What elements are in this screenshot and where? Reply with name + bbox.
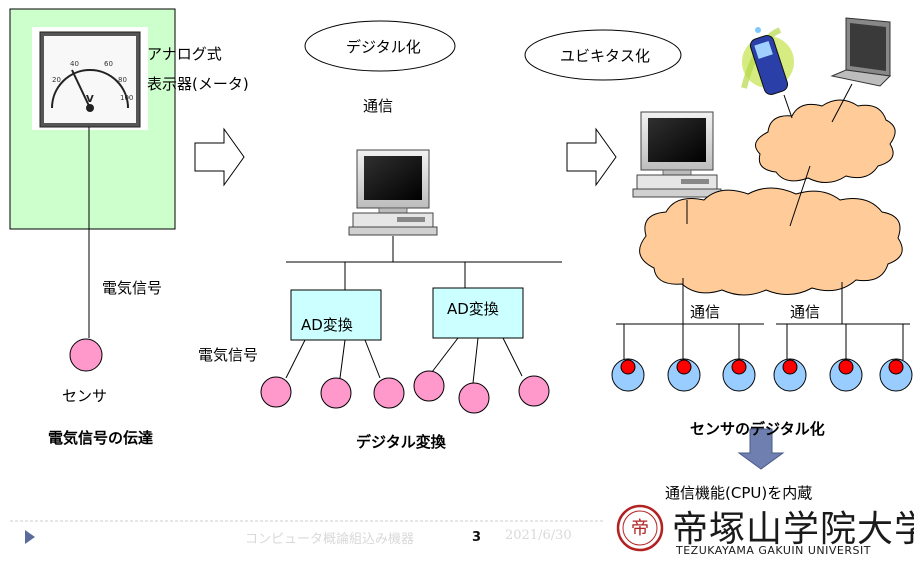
wire	[339, 339, 346, 379]
smart-sensor-node	[829, 358, 863, 392]
left-caption: 電気信号の伝達	[48, 429, 154, 447]
meter-unit-label: V	[86, 94, 94, 105]
meter-tick-label: 80	[118, 76, 127, 84]
sensor-circle	[373, 377, 405, 409]
down-arrow	[737, 428, 785, 470]
sensor-label: センサ	[62, 387, 108, 405]
sensor-circle	[518, 375, 550, 407]
meter-tick-label: 40	[70, 60, 79, 68]
sensor-circle	[320, 377, 352, 409]
cloud-top	[755, 99, 896, 183]
sensor-circle	[413, 370, 445, 402]
cloud-main	[639, 187, 903, 296]
wire	[431, 337, 459, 373]
analog-meter-image: 20 40 60 80 100 V	[32, 27, 148, 130]
sensor-circle	[260, 376, 292, 408]
meter-tick-label: 60	[104, 60, 113, 68]
university-logo-subtitle: TEZUKAYAMA GAKUIN UNIVERSIT	[676, 544, 871, 557]
ad-converter-box-2	[432, 287, 524, 339]
ad-converter-label-1: AD変換	[301, 316, 353, 334]
smart-sensor-node	[667, 358, 701, 392]
computer-icon	[348, 149, 438, 236]
cpu-note: 通信機能(CPU)を内蔵	[665, 484, 813, 502]
emblem-character: 帝	[631, 518, 649, 539]
middle-signal-label: 電気信号	[198, 346, 259, 364]
right-arrow-1	[194, 127, 245, 187]
sensor-circle	[458, 382, 490, 414]
footer-triangle-icon	[25, 530, 35, 544]
right-comm-label-1: 通信	[690, 303, 721, 321]
meter-label-line2: 表示器(メータ)	[147, 75, 249, 93]
footer-date: 2021/6/30	[505, 528, 572, 543]
footer-title: コンピュータ概論組込み機器	[245, 532, 415, 547]
left-signal-label: 電気信号	[102, 279, 163, 297]
callout-digital-text: デジタル化	[346, 38, 421, 56]
meter-label-line1: アナログ式	[147, 45, 222, 63]
middle-comm-label: 通信	[363, 97, 394, 115]
sensor-circle	[69, 338, 103, 372]
wire	[502, 337, 523, 377]
wire	[285, 339, 306, 379]
laptop-icon	[830, 17, 892, 87]
university-emblem-icon: 帝	[616, 504, 664, 552]
phone-cloud-link	[783, 94, 793, 119]
ad-converter-label-2: AD変換	[447, 300, 499, 318]
callout-ubiquitous-text: ユビキタス化	[560, 47, 651, 65]
cloud-cloud-link	[789, 165, 811, 227]
right-arrow-2	[566, 127, 617, 187]
wire	[364, 339, 381, 379]
mobile-phone-icon	[741, 27, 794, 95]
meter-tick-label: 100	[120, 94, 133, 102]
meter-tick-label: 20	[52, 76, 61, 84]
university-logo-text: 帝塚山学院大学	[672, 509, 914, 550]
callout-ubiquitous	[524, 29, 682, 81]
wire	[472, 337, 479, 384]
smart-sensor-node	[611, 358, 645, 392]
right-caption: センサのデジタル化	[690, 420, 825, 438]
right-comm-label-2: 通信	[790, 303, 821, 321]
page-number: 3	[472, 530, 482, 545]
ad-converter-box-1	[290, 289, 382, 341]
middle-caption: デジタル変換	[356, 433, 446, 451]
smart-sensor-node	[722, 358, 756, 392]
callout-digital	[304, 20, 456, 72]
laptop-cloud-link	[831, 83, 853, 123]
computer-icon	[632, 111, 722, 198]
smart-sensor-node	[879, 358, 913, 392]
smart-sensor-node	[773, 358, 807, 392]
